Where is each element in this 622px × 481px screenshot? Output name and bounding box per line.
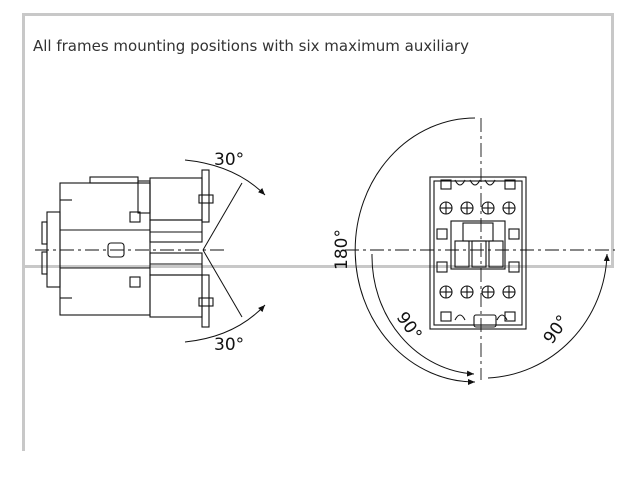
frame-border-right <box>611 13 614 268</box>
diagram-caption: All frames mounting positions with six m… <box>33 37 469 55</box>
angle-arc-90-left <box>371 253 475 377</box>
frame-border-top <box>22 13 614 16</box>
angle-arc-180 <box>354 117 476 385</box>
angle-arc-bottom <box>184 304 266 343</box>
side-view-contactor <box>41 169 214 328</box>
frame-border-bottom <box>22 265 614 268</box>
angle-label-180: 180° <box>332 229 352 270</box>
angle-label-bottom: 30° <box>214 335 244 355</box>
frame-border-left <box>22 13 25 451</box>
angle-arc-90-right <box>487 253 610 379</box>
front-view-contactor <box>429 176 527 330</box>
angle-label-90-left: 90° <box>392 308 426 344</box>
angle-label-top: 30° <box>214 150 244 170</box>
tilt-line-bottom <box>202 249 243 318</box>
tilt-line-top <box>202 182 243 251</box>
angle-arc-top <box>184 159 266 196</box>
